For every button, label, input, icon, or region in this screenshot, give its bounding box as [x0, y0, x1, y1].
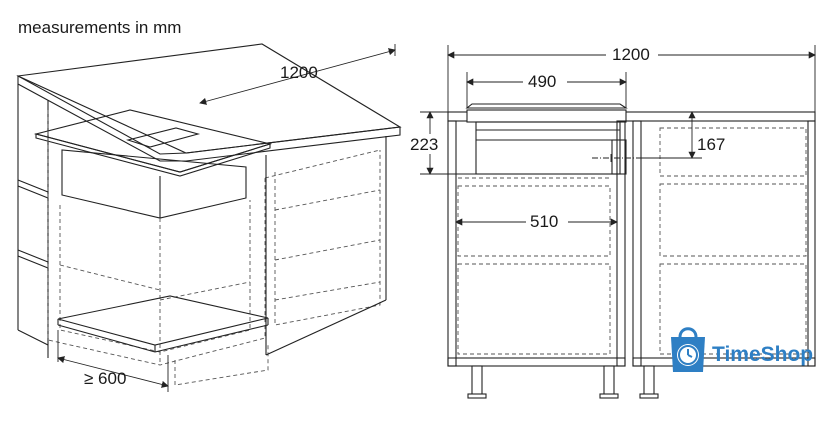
- cooktop-edge: [35, 133, 271, 177]
- isometric-view: 1200 ≥ 600: [16, 43, 402, 392]
- iso-width-dimension-line: [199, 48, 396, 105]
- plinth-plate: [57, 295, 269, 346]
- iso-depth-dimension-line: [57, 356, 169, 388]
- right-cabinet-base: [632, 357, 816, 367]
- left-cabinet-side: [447, 120, 457, 367]
- cabinet-legs: [467, 365, 659, 399]
- worktop-surface: [16, 43, 402, 155]
- brand-logo: TimeShop: [671, 327, 813, 372]
- cooktop: [33, 109, 273, 173]
- worktop-section: [447, 111, 816, 122]
- front-width-label: 1200: [612, 45, 650, 64]
- unit-height-label: 223: [410, 135, 438, 154]
- section-view: 1200 490: [408, 44, 816, 399]
- brand-name: TimeShop: [712, 343, 813, 366]
- left-cabinet-base: [447, 357, 626, 367]
- cooktop-section: [465, 103, 628, 109]
- iso-depth-label: ≥ 600: [84, 369, 126, 388]
- worktop-edge: [17, 75, 401, 162]
- extractor-vent: [125, 127, 201, 148]
- caption-measurements: measurements in mm: [18, 18, 181, 37]
- extractor-unit-section: [475, 121, 621, 175]
- iso-width-label: 1200: [280, 63, 318, 82]
- inner-width-label: 510: [530, 212, 558, 231]
- clock-shopping-bag-icon: [671, 327, 705, 372]
- extractor-unit: [61, 149, 247, 219]
- hob-width-label: 490: [528, 72, 556, 91]
- unit-depth-gap-label: 167: [697, 135, 725, 154]
- right-cabinet-end: [807, 120, 816, 367]
